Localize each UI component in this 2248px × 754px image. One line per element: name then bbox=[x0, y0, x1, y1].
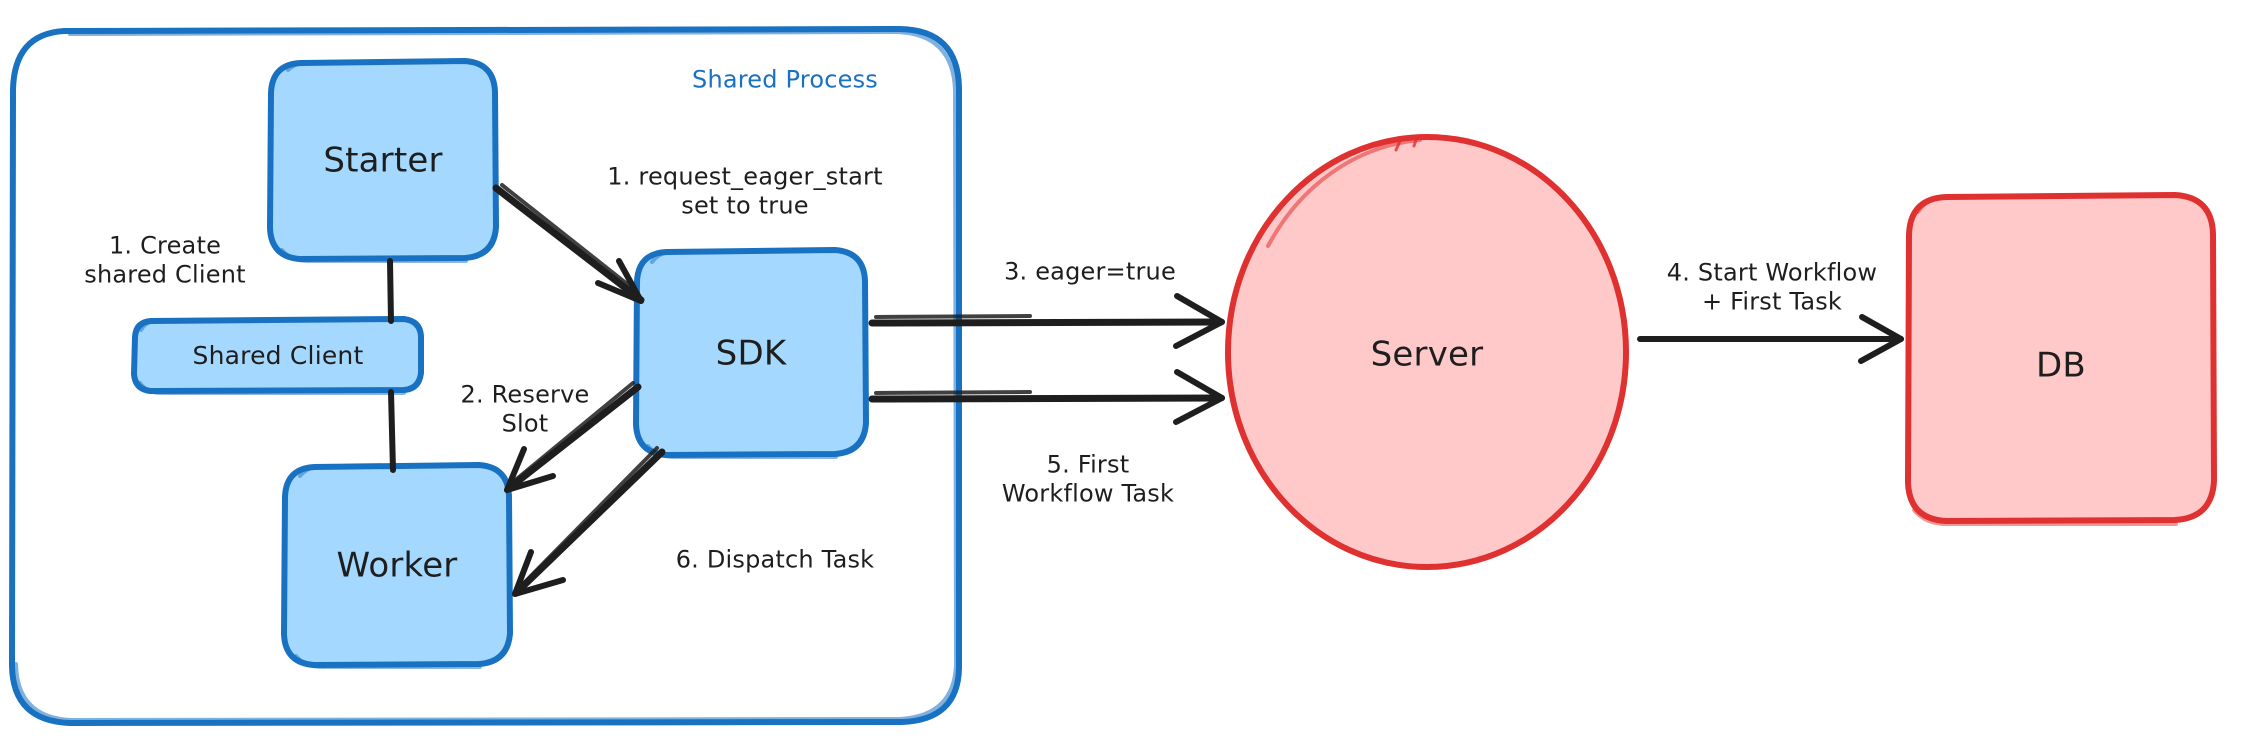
node-label-server: Server bbox=[1370, 334, 1484, 375]
edge-label-first-workflow-task: 5. First Workflow Task bbox=[1001, 450, 1175, 508]
node-shared-client-shape[interactable] bbox=[131, 316, 424, 395]
shared-process-group[interactable] bbox=[9, 26, 962, 726]
group-label-shared-process: Shared Process bbox=[692, 65, 878, 94]
edge-label-create-shared-client: 1. Create shared Client bbox=[84, 231, 246, 289]
node-label-db: DB bbox=[2036, 345, 2086, 386]
node-db-shape[interactable] bbox=[1905, 192, 2217, 527]
node-label-worker: Worker bbox=[336, 545, 458, 586]
edge-label-eager-true: 3. eager=true bbox=[1004, 257, 1176, 286]
node-label-sdk: SDK bbox=[715, 333, 787, 374]
edge-request-eager-start-arrow[interactable] bbox=[492, 183, 645, 304]
edge-dispatch-task-arrow[interactable] bbox=[512, 446, 666, 597]
edge-eager-true-arrow[interactable] bbox=[868, 293, 1225, 349]
edge-start-workflow-arrow[interactable] bbox=[1637, 314, 1904, 364]
edge-label-reserve-slot: 2. Reserve Slot bbox=[460, 380, 590, 438]
node-server-shape[interactable] bbox=[1225, 134, 1629, 570]
edge-label-start-workflow: 4. Start Workflow + First Task bbox=[1666, 258, 1878, 316]
edge-create-shared-client-line[interactable] bbox=[387, 258, 396, 473]
node-label-shared-client: Shared Client bbox=[192, 340, 364, 370]
node-worker-shape[interactable] bbox=[281, 462, 513, 670]
edge-first-workflow-task-arrow[interactable] bbox=[868, 369, 1225, 425]
edge-reserve-slot-arrow[interactable] bbox=[504, 381, 642, 493]
node-starter-shape[interactable] bbox=[267, 58, 499, 264]
node-label-starter: Starter bbox=[323, 140, 443, 181]
edge-label-dispatch-task: 6. Dispatch Task bbox=[675, 545, 875, 574]
edge-label-request-eager-start: 1. request_eager_start set to true bbox=[607, 162, 883, 220]
